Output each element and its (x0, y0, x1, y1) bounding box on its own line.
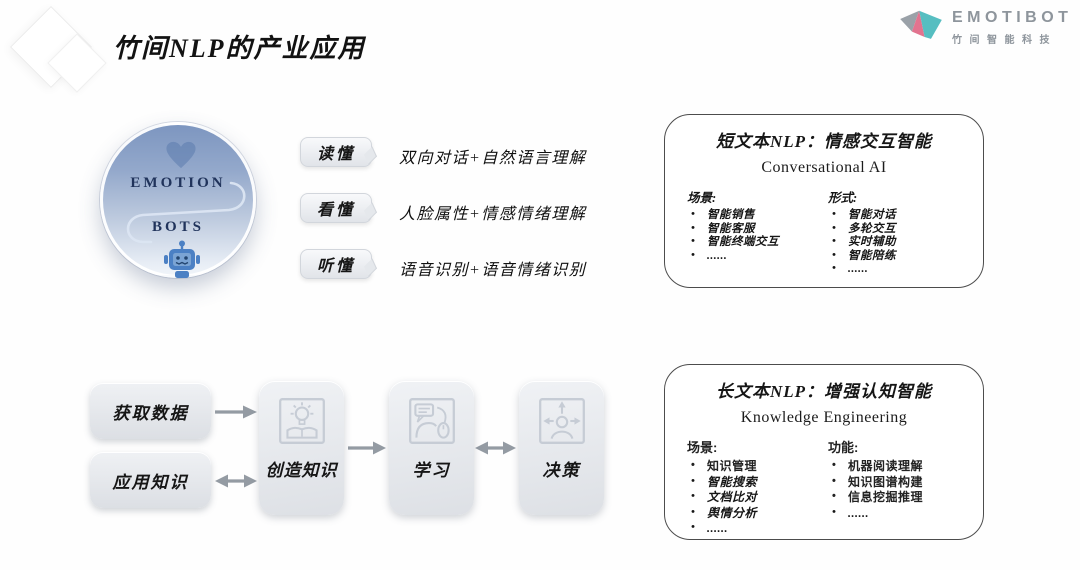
list-item: 实时辅助 (828, 235, 969, 250)
flow-input-label: 应用知识 (112, 472, 189, 492)
decision-icon (538, 398, 585, 444)
flow-stage-learn: 学习 (389, 381, 474, 515)
box-columns: 场景: 知识管理 智能搜索 文档比对 舆情分析 ...... 功能: 机器阅读理… (665, 437, 983, 537)
capability-bubble-see: 看懂 (300, 193, 377, 223)
flow-stage-label: 决策 (542, 461, 581, 480)
arrow-double-icon (215, 474, 257, 488)
long-text-nlp-box: 长文本NLP：增强认知智能 Knowledge Engineering 场景: … (664, 364, 984, 540)
flow-stage-decide: 决策 (519, 381, 604, 515)
list-item: 文档比对 (687, 489, 828, 506)
capability-description: 语音识别+语音情绪识别 (399, 262, 587, 279)
circle-word-top: EMOTION (130, 175, 226, 191)
heart-icon (166, 141, 196, 169)
page-title: 竹间NLP的产业应用 (113, 34, 366, 63)
functions-list: 机器阅读理解 知识图谱构建 信息挖掘推理 ...... (828, 458, 969, 522)
list-item: 智能终端交互 (687, 235, 828, 250)
flow-input-get-data: 获取数据 (90, 383, 211, 439)
list-item: 智能销售 (687, 208, 828, 223)
emotibot-logo: EMOTIBOT 竹间智能科技 (898, 9, 1072, 47)
scenarios-column: 场景: 智能销售 智能客服 智能终端交互 ...... (687, 187, 828, 277)
bubble-tail (364, 146, 377, 165)
list-item: 智能陪练 (828, 249, 969, 264)
circle-word-bottom: BOTS (151, 219, 205, 235)
box-title: 短文本NLP：情感交互智能 (715, 132, 933, 151)
robot-icon (164, 240, 200, 278)
list-item: 智能客服 (687, 222, 828, 237)
arrow-right-icon (348, 441, 386, 455)
column-header: 形式: (828, 191, 858, 205)
scenarios-column: 场景: 知识管理 智能搜索 文档比对 舆情分析 ...... (687, 437, 828, 537)
list-item: 舆情分析 (687, 505, 828, 522)
box-columns: 场景: 智能销售 智能客服 智能终端交互 ...... 形式: 智能对话 多轮交… (665, 187, 983, 277)
emotion-bots-badge: EMOTION BOTS (100, 122, 256, 278)
short-text-nlp-box: 短文本NLP：情感交互智能 Conversational AI 场景: 智能销售… (664, 114, 984, 288)
forms-list: 智能对话 多轮交互 实时辅助 智能陪练 ...... (828, 208, 969, 277)
box-title: 长文本NLP：增强认知智能 (715, 382, 933, 401)
capability-label: 看懂 (316, 202, 355, 219)
capability-description: 双向对话+自然语言理解 (399, 150, 587, 167)
capability-bubble-hear: 听懂 (300, 249, 377, 279)
logo-subtitle: 竹间智能科技 (952, 35, 1057, 46)
list-item: 多轮交互 (828, 222, 969, 237)
list-item: 机器阅读理解 (828, 458, 969, 475)
flow-input-label: 获取数据 (112, 403, 189, 423)
list-item: 智能对话 (828, 208, 969, 223)
scenarios-list: 知识管理 智能搜索 文档比对 舆情分析 ...... (687, 458, 828, 537)
list-item: ...... (828, 505, 969, 522)
column-header: 功能: (828, 440, 859, 455)
capability-description: 人脸属性+情感情绪理解 (399, 206, 587, 223)
arrow-right-icon (215, 405, 257, 419)
scenarios-list: 智能销售 智能客服 智能终端交互 ...... (687, 208, 828, 264)
flow-stage-label: 创造知识 (265, 461, 338, 480)
curve-line (126, 181, 246, 244)
list-item: ...... (828, 262, 969, 277)
list-item: 知识管理 (687, 458, 828, 475)
capability-bubble-read: 读懂 (300, 137, 377, 167)
column-header: 场景: (687, 191, 717, 205)
list-item: 信息挖掘推理 (828, 489, 969, 506)
box-subtitle: Conversational AI (761, 159, 887, 176)
flow-input-apply-knowledge: 应用知识 (90, 452, 211, 508)
column-header: 场景: (687, 440, 718, 455)
capability-label: 听懂 (316, 258, 355, 275)
functions-column: 功能: 机器阅读理解 知识图谱构建 信息挖掘推理 ...... (828, 437, 969, 537)
list-item: 知识图谱构建 (828, 474, 969, 491)
list-item: ...... (687, 249, 828, 264)
box-subtitle: Knowledge Engineering (740, 409, 908, 426)
list-item: ...... (687, 520, 828, 537)
learning-icon (408, 398, 455, 444)
flow-stage-label: 学习 (412, 461, 451, 480)
flow-stage-create-knowledge: 创造知识 (259, 381, 344, 515)
bubble-tail (364, 202, 377, 221)
book-lightbulb-icon (278, 398, 325, 444)
bubble-tail (364, 258, 377, 277)
logo-name: EMOTIBOT (952, 9, 1073, 26)
capability-label: 读懂 (316, 146, 355, 163)
forms-column: 形式: 智能对话 多轮交互 实时辅助 智能陪练 ...... (828, 187, 969, 277)
list-item: 智能搜索 (687, 474, 828, 491)
logo-mark-icon (900, 10, 942, 39)
logo-text: EMOTIBOT 竹间智能科技 (952, 9, 1072, 46)
arrow-double-icon (475, 441, 516, 455)
